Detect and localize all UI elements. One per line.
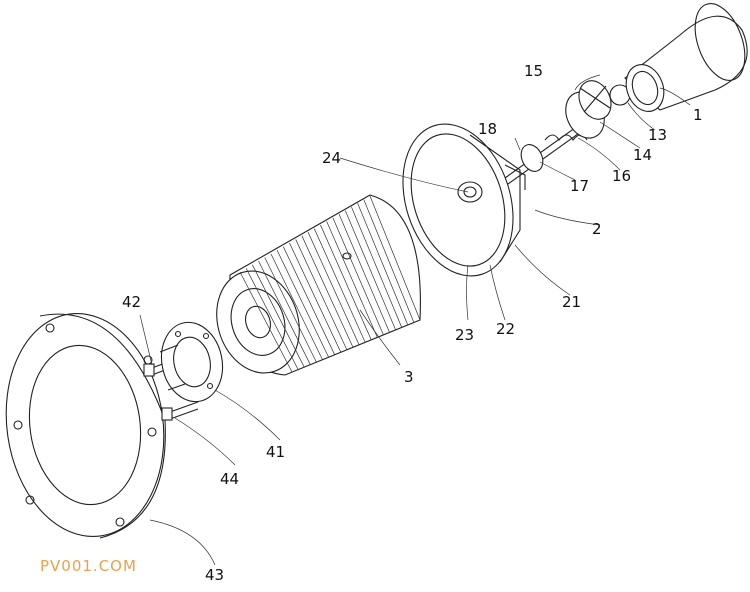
part-15-impeller [578, 80, 612, 120]
motor-fin [295, 239, 348, 350]
watermark-text: PV001.COM [40, 557, 137, 575]
label-15: 15 [524, 62, 543, 80]
label-24: 24 [322, 149, 341, 167]
motor-fin [369, 195, 421, 321]
motor-fin [301, 235, 354, 348]
motor-fin [245, 268, 299, 370]
motor-fin [338, 213, 390, 333]
leader-lines [139, 74, 691, 566]
motor-fin [326, 221, 378, 338]
part-17-gear [520, 144, 544, 172]
motor-fin [313, 228, 366, 343]
motor-fin [351, 206, 403, 328]
motor-fin [307, 232, 360, 345]
motor-fin [239, 271, 293, 373]
label-21: 21 [562, 293, 581, 311]
motor-fin [252, 264, 305, 368]
label-14: 14 [633, 146, 652, 164]
label-41: 41 [266, 443, 285, 461]
part-44-bolt [161, 401, 199, 421]
label-1: 1 [693, 106, 703, 124]
part-1-nozzle [624, 3, 748, 112]
motor-fin [289, 242, 342, 353]
motor-fin [344, 210, 396, 331]
label-22: 22 [496, 320, 515, 338]
label-2: 2 [592, 220, 602, 238]
part-2-front-cover [402, 123, 526, 277]
motor-fin [276, 250, 329, 358]
motor-fin [363, 199, 415, 323]
label-42: 42 [122, 293, 141, 311]
motor-fin [357, 203, 409, 326]
motor-fin [283, 246, 335, 355]
part-41-end-flange [159, 321, 224, 403]
label-16: 16 [612, 167, 631, 185]
label-44: 44 [220, 470, 239, 488]
motor-fin [320, 224, 372, 340]
label-17: 17 [570, 177, 589, 195]
motor-fin [332, 217, 384, 335]
motor-fin [270, 253, 323, 360]
part-43-flange [5, 313, 166, 539]
label-43: 43 [205, 566, 224, 584]
label-23: 23 [455, 326, 474, 344]
motor-fin [264, 257, 317, 363]
part-3-motor-body [216, 194, 421, 376]
motor-fin [258, 260, 311, 365]
label-13: 13 [648, 126, 667, 144]
label-3: 3 [404, 368, 414, 386]
label-18: 18 [478, 120, 497, 138]
